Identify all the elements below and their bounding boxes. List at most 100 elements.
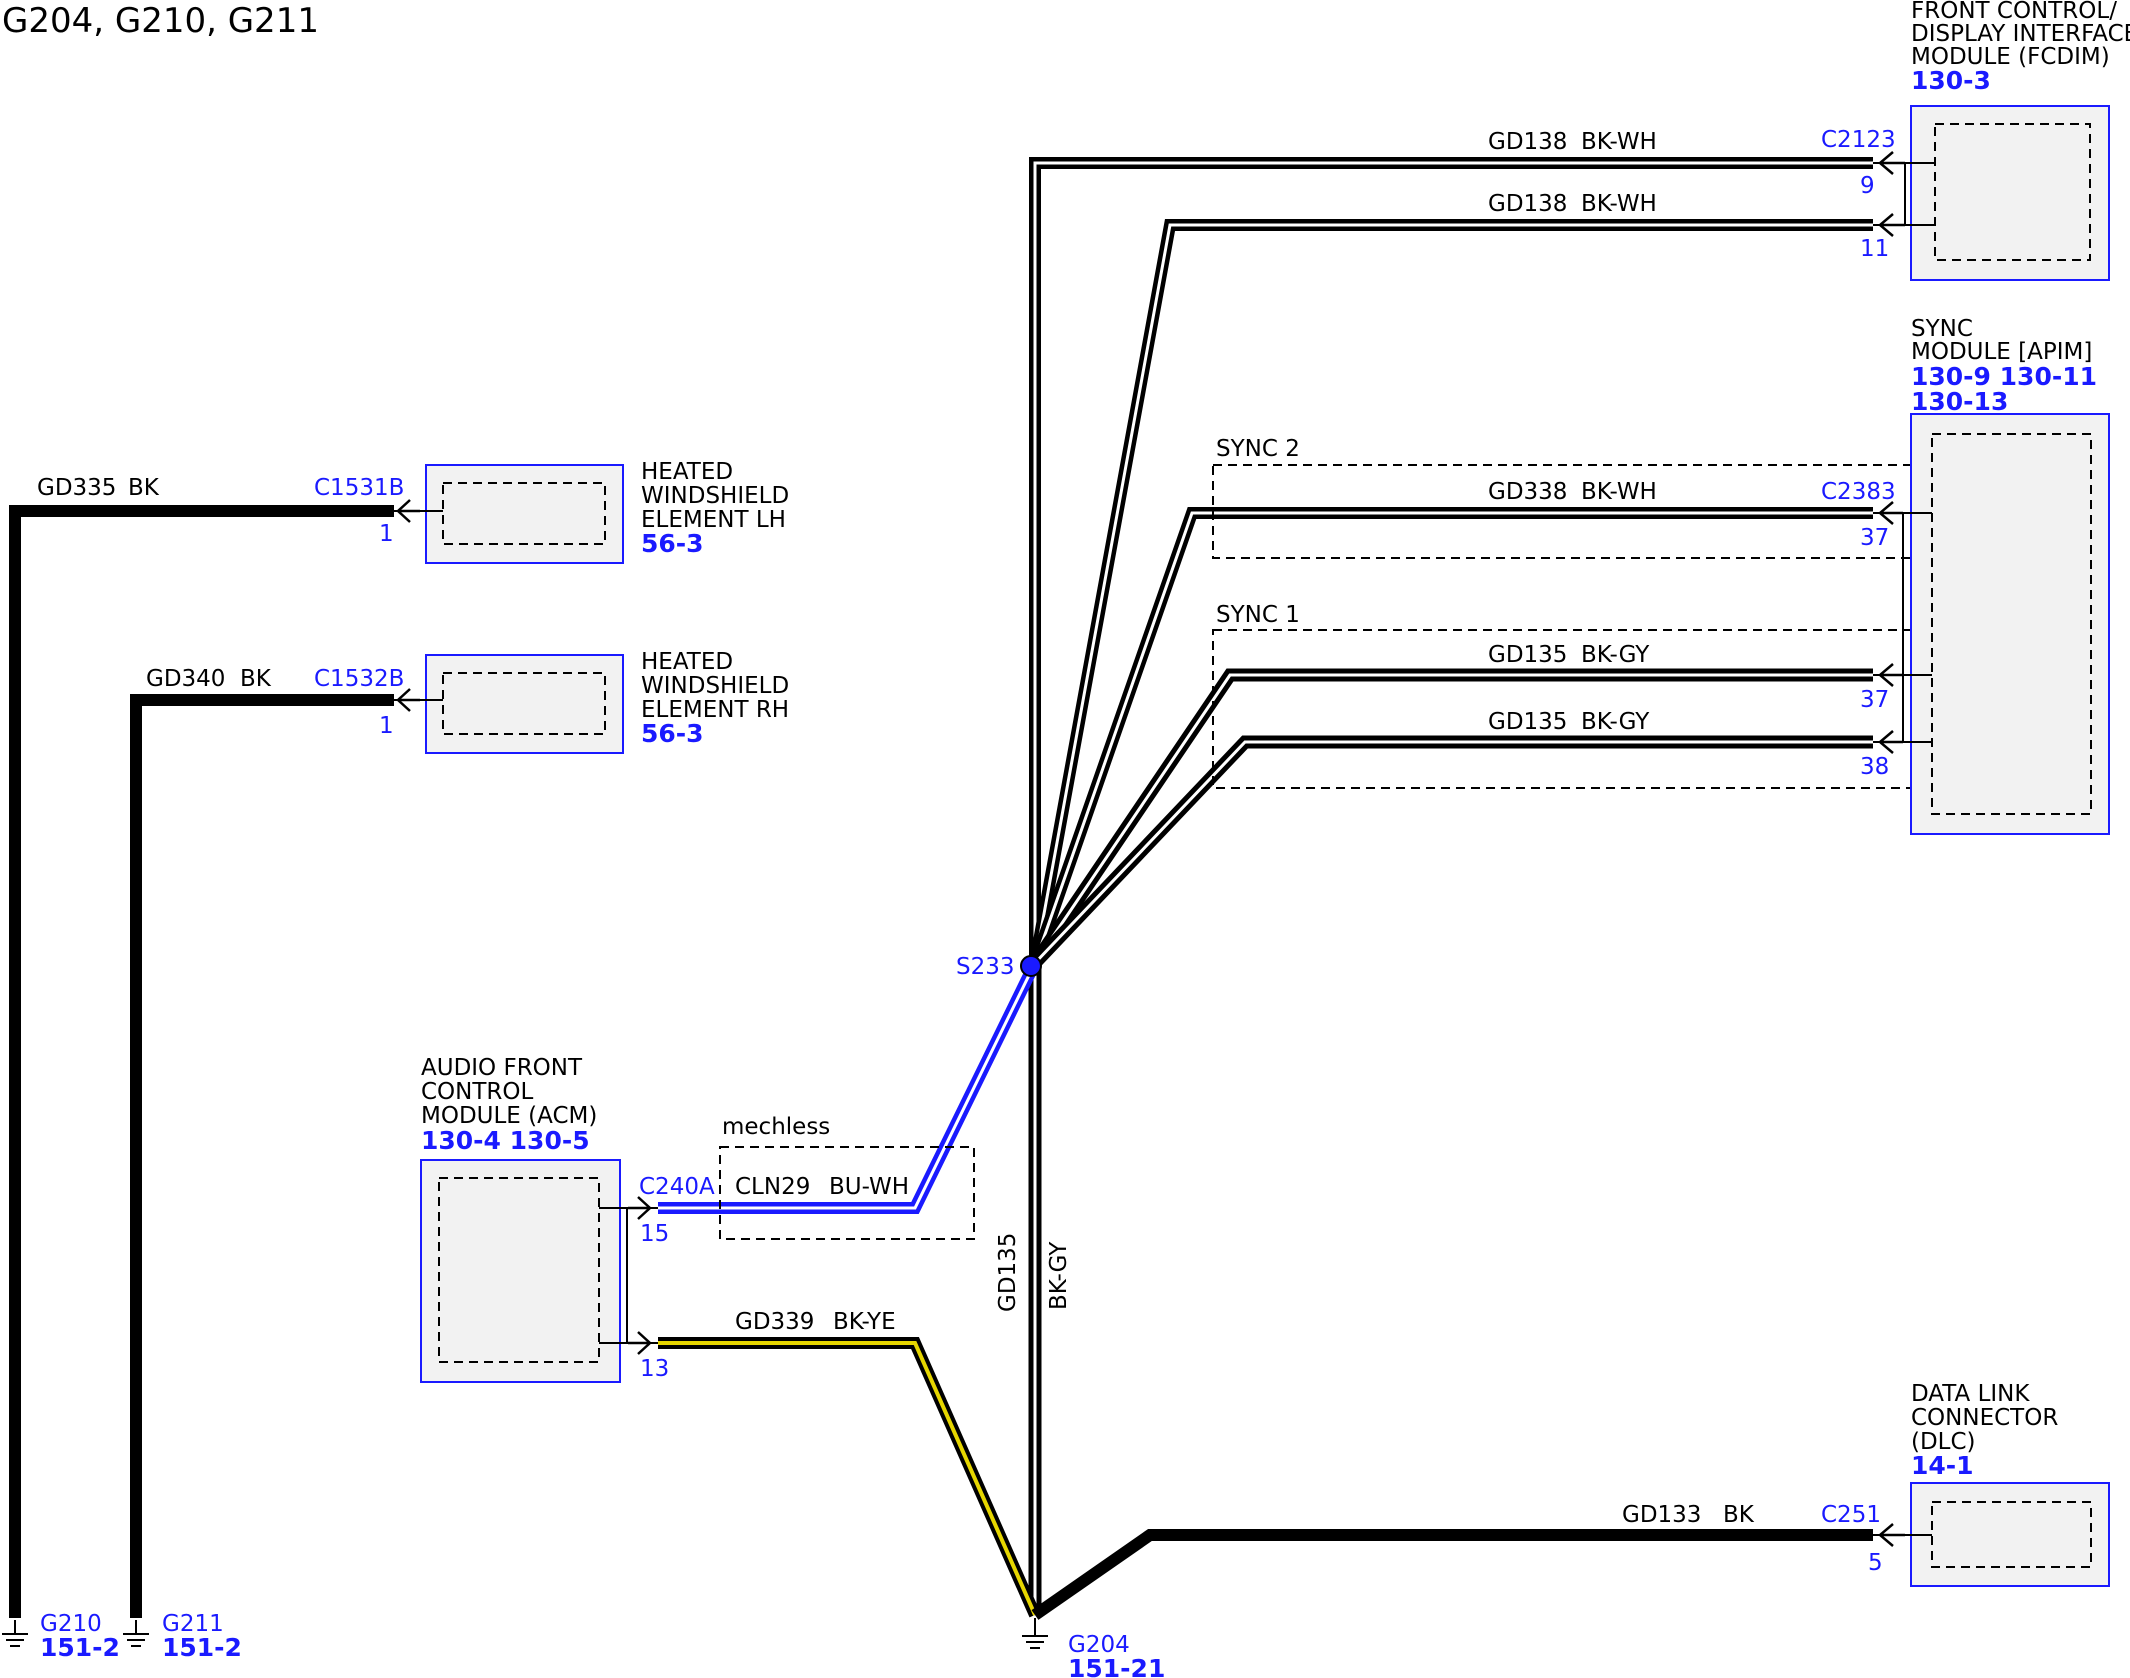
- wire-gd138-pin9-circuit: GD138: [1488, 129, 1567, 155]
- pin-c1532b-1: 1: [379, 713, 394, 739]
- fcdim-ref[interactable]: 130-3: [1911, 66, 1991, 95]
- wire-gd338-color: BK-WH: [1581, 479, 1657, 505]
- ground-g204-label: G204: [1068, 1632, 1130, 1658]
- connector-c251: C251: [1821, 1502, 1881, 1528]
- shield-sync1-label: SYNC 1: [1216, 602, 1300, 628]
- arrow-c2123-pin9-icon: [1878, 151, 1905, 175]
- wire-gd340-color: BK: [240, 666, 272, 692]
- arrow-c1531b-pin1-icon: [396, 499, 420, 523]
- dlc-name-line1: DATA LINK: [1911, 1381, 2030, 1407]
- ground-g204-ref[interactable]: 151-21: [1068, 1654, 1165, 1678]
- arrow-c2383-pin37-icon: [1878, 501, 1903, 525]
- wire-gd335-circuit: GD335: [37, 475, 116, 501]
- hw-rh-name-line2: WINDSHIELD: [641, 673, 789, 699]
- arrow-c240a-pin15-icon: [628, 1196, 652, 1220]
- splice-s233: [1020, 955, 1042, 977]
- wire-gd135-vertical-color: BK-GY: [1046, 1241, 1072, 1310]
- connector-c2123: C2123: [1821, 127, 1896, 153]
- wire-gd135-pin37-color: BK-GY: [1581, 642, 1650, 668]
- wire-gd335-color: BK: [128, 475, 160, 501]
- sync-ref-1[interactable]: 130-9 130-11: [1911, 362, 2097, 391]
- connector-c240a: C240A: [639, 1174, 715, 1200]
- wire-gd339-circuit: GD339: [735, 1309, 814, 1335]
- splice-s233-label: S233: [956, 954, 1015, 980]
- hw-lh-name-line2: WINDSHIELD: [641, 483, 789, 509]
- sync-ref-2[interactable]: 130-13: [1911, 387, 2008, 416]
- pin-c2123-9: 9: [1860, 173, 1875, 199]
- wire-gd340-circuit: GD340: [146, 666, 225, 692]
- wire-gd339-color: BK-YE: [833, 1309, 896, 1335]
- fcdim-name-line1: FRONT CONTROL/: [1911, 0, 2117, 24]
- ground-g211-ref[interactable]: 151-2: [162, 1633, 242, 1662]
- ground-g210-label: G210: [40, 1611, 102, 1637]
- connector-c2383: C2383: [1821, 479, 1896, 505]
- shield-mechless-label: mechless: [722, 1114, 830, 1140]
- hw-rh-name-line1: HEATED: [641, 649, 733, 675]
- wire-gd135-vertical-circuit: GD135: [995, 1233, 1021, 1312]
- wire-gd135-pin37-circuit: GD135: [1488, 642, 1567, 668]
- connector-c1531b: C1531B: [314, 475, 404, 501]
- arrow-c251-pin5-icon: [1878, 1523, 1905, 1547]
- acm-ref[interactable]: 130-4 130-5: [421, 1126, 590, 1155]
- dlc-name-line2: CONNECTOR: [1911, 1405, 2058, 1431]
- wire-gd138-pin11: [1029, 219, 1873, 965]
- wire-cln29: [658, 960, 1041, 1214]
- acm-name-line1: AUDIO FRONT: [421, 1055, 583, 1081]
- wire-gd135-pin38-color: BK-GY: [1581, 709, 1650, 735]
- hw-lh-name-line3: ELEMENT LH: [641, 507, 786, 533]
- dlc-name-line3: (DLC): [1911, 1429, 1976, 1455]
- dlc-ref[interactable]: 14-1: [1911, 1451, 1974, 1480]
- ground-g211-label: G211: [162, 1611, 224, 1637]
- pin-c1531b-1: 1: [379, 521, 394, 547]
- ground-g210-icon: [2, 1620, 28, 1647]
- arrow-sync-pin38-icon: [1878, 730, 1903, 754]
- wire-gd135-pin37: [1029, 668, 1873, 967]
- connector-c1532b: C1532B: [314, 666, 404, 692]
- wire-gd338: [1029, 507, 1873, 965]
- ground-g210-ref[interactable]: 151-2: [40, 1633, 120, 1662]
- pin-sync-37: 37: [1860, 687, 1889, 713]
- pin-sync-38: 38: [1860, 754, 1889, 780]
- arrow-sync-pin37-icon: [1878, 663, 1903, 687]
- wire-gd339: [658, 1337, 1041, 1618]
- wire-gd133-circuit: GD133: [1622, 1502, 1701, 1528]
- wire-gd135-pin38: [1030, 735, 1873, 968]
- wire-gd138-pin11-color: BK-WH: [1581, 191, 1657, 217]
- pin-c240a-15: 15: [640, 1221, 669, 1247]
- wire-gd138-pin9-color: BK-WH: [1581, 129, 1657, 155]
- pin-c2383-37: 37: [1860, 525, 1889, 551]
- pin-c2123-11: 11: [1860, 236, 1889, 262]
- wire-gd335: [9, 505, 394, 1618]
- arrow-acm-pin13-icon: [628, 1331, 652, 1355]
- fcdim-name-line2: DISPLAY INTERFACE: [1911, 21, 2130, 47]
- wire-gd138-pin11-circuit: GD138: [1488, 191, 1567, 217]
- wire-gd138-pin9: [1029, 157, 1873, 963]
- connector-arrows: [396, 151, 1905, 1547]
- arrow-c1532b-pin1-icon: [396, 688, 420, 712]
- hw-rh-ref[interactable]: 56-3: [641, 719, 704, 748]
- shield-sync2-label: SYNC 2: [1216, 436, 1300, 462]
- ground-g211-icon: [123, 1620, 149, 1647]
- hw-lh-ref[interactable]: 56-3: [641, 529, 704, 558]
- fcdim-name-line3: MODULE (FCDIM): [1911, 44, 2110, 70]
- ground-g204-icon: [1022, 1618, 1048, 1649]
- wire-cln29-circuit: CLN29: [735, 1174, 810, 1200]
- shield-mechless: [719, 1146, 975, 1240]
- arrow-c2123-pin11-icon: [1878, 213, 1905, 237]
- wire-gd135-pin38-circuit: GD135: [1488, 709, 1567, 735]
- wire-cln29-color: BU-WH: [829, 1174, 909, 1200]
- diagram-title: G204, G210, G211: [2, 1, 319, 41]
- acm-name-line2: CONTROL: [421, 1079, 534, 1105]
